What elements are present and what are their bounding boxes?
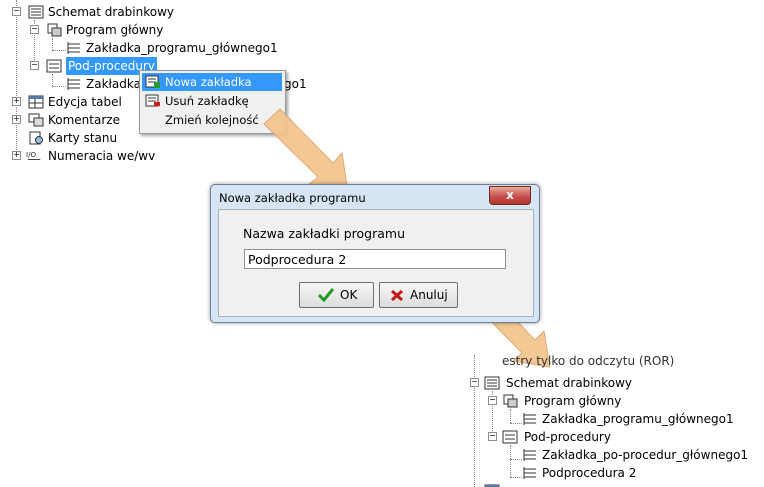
expand-icon[interactable]: + (12, 96, 21, 106)
menu-item-usun-zakladke[interactable]: Usuń zakładkę (142, 92, 282, 110)
menu-item-zmien-kolejnosc[interactable]: Zmień kolejność (165, 113, 259, 127)
tree-item-label: Schemat drabinkowy (48, 5, 175, 19)
result-tree-view: estry tylko do odczytu (ROR) − Schemat d… (466, 355, 764, 487)
field-label: Nazwa zakładki programu (243, 226, 405, 241)
new-tab-icon (145, 75, 160, 88)
context-menu: Nowa zakładka Usuń zakładkę Zmień kolejn… (139, 70, 286, 134)
tree-item-label: Karty stanu (48, 131, 118, 145)
tree-item-label: Zakładka_programu_głównego1 (542, 412, 734, 426)
tab-icon (523, 449, 536, 461)
tab-icon (523, 467, 536, 479)
tree-item-label: Podprocedura 2 (542, 466, 637, 480)
collapse-icon[interactable]: − (30, 60, 39, 70)
close-icon: x (506, 188, 514, 202)
table-icon (484, 484, 500, 487)
dialog-title: Nowa zakładka programu (219, 191, 366, 205)
collapse-icon[interactable]: − (488, 395, 497, 405)
dialog-body: Nazwa zakładki programu Podprocedura 2 O… (218, 209, 534, 317)
tree-item-label: Komentarze (48, 113, 120, 127)
tab-icon (67, 42, 80, 54)
program-icon (503, 394, 518, 408)
ok-button[interactable]: OK (299, 282, 374, 308)
tree-item-label: Edycja tabel (48, 95, 122, 109)
tree-item-label: Zakładka_programu_głównego1 (86, 41, 278, 55)
collapse-icon[interactable]: − (470, 377, 479, 387)
x-icon (390, 289, 404, 302)
comments-icon (28, 113, 44, 127)
subroutine-icon (502, 430, 518, 444)
ladder-diagram-icon (28, 5, 44, 19)
collapse-icon[interactable]: − (488, 431, 497, 441)
menu-item-nowa-zakladka[interactable]: Nowa zakładka (142, 73, 282, 91)
tab-name-input[interactable]: Podprocedura 2 (244, 249, 506, 269)
tab-icon (523, 413, 536, 425)
close-button[interactable]: x (489, 186, 531, 205)
tree-item-label: Zakładka_po-procedur_głównego1 (542, 448, 749, 462)
cancel-button[interactable]: Anuluj (379, 282, 458, 308)
tree-item-label: Program główny (524, 394, 622, 408)
tree-item-label: Pod-procedury (66, 57, 157, 75)
status-card-icon (29, 131, 43, 145)
delete-tab-icon (145, 94, 160, 107)
ladder-diagram-icon (484, 376, 500, 390)
collapse-icon[interactable]: − (30, 24, 39, 34)
tree-item-label: Schemat drabinkowy (506, 376, 633, 390)
tree-item-label: Program główny (66, 23, 164, 37)
expand-icon[interactable]: + (12, 150, 21, 160)
io-numbering-icon: I/O (26, 150, 41, 160)
tree-item-label: Zakładka (86, 77, 141, 91)
table-icon (28, 95, 44, 109)
tree-item-label: Numeracia we/wv (48, 149, 156, 163)
tree-item-label: Pod-procedury (524, 430, 611, 444)
new-tab-dialog: Nowa zakładka programu x Nazwa zakładki … (210, 184, 540, 323)
program-icon (47, 23, 62, 37)
svg-text:I/O: I/O (26, 150, 36, 159)
collapse-icon[interactable]: − (12, 6, 21, 16)
check-icon (318, 288, 334, 302)
subroutine-icon (46, 59, 62, 73)
expand-icon[interactable]: + (12, 114, 21, 124)
arrow-to-dialog (263, 108, 349, 193)
tab-icon (67, 78, 80, 90)
